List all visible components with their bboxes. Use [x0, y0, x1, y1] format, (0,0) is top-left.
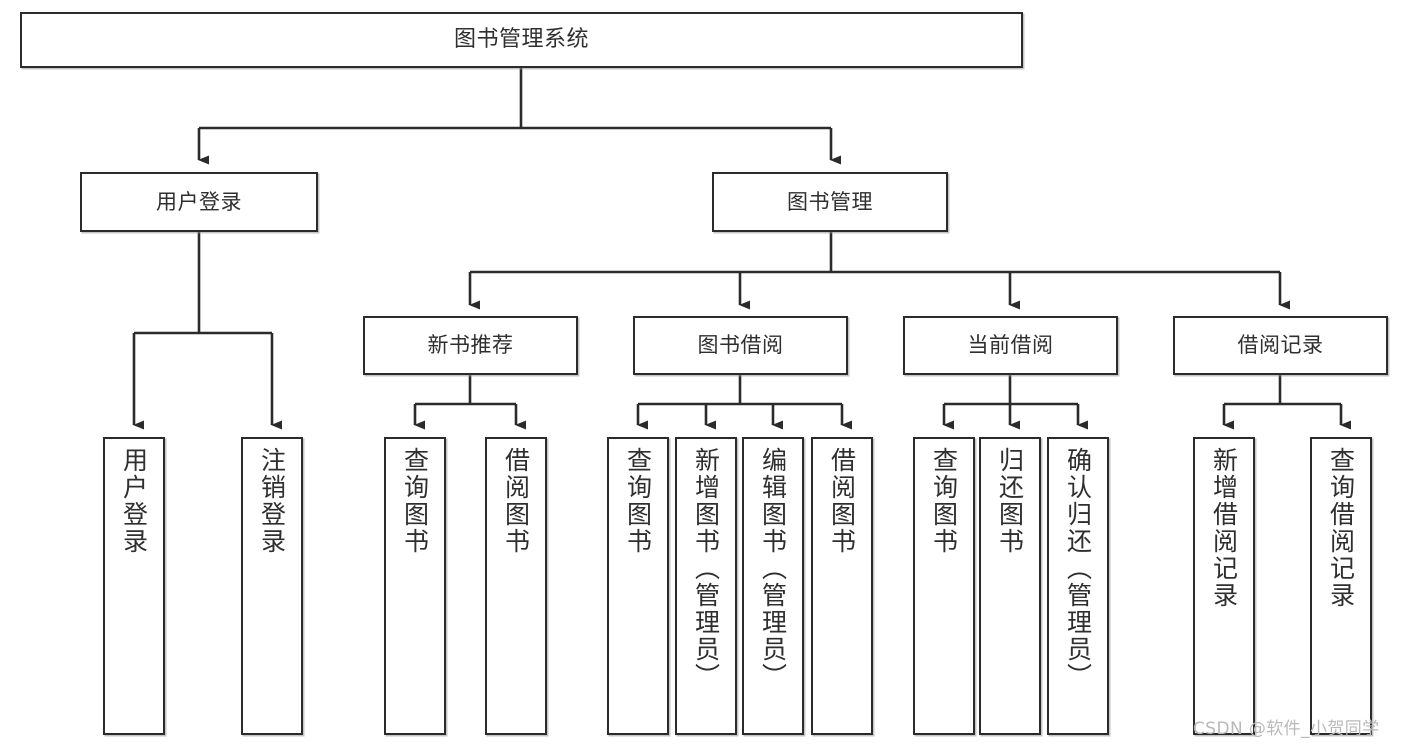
node-user-login[interactable]: 用户登录: [80, 172, 318, 232]
node-label: 归还图书: [995, 447, 1025, 555]
node-label: 查询图书: [623, 447, 653, 555]
node-label: 借阅图书: [827, 447, 857, 555]
node-label: 查询图书: [400, 447, 430, 555]
node-label: 新增借阅记录: [1209, 447, 1239, 609]
node-label: 编辑图书（管理员）: [758, 447, 788, 690]
leaf-user-login-login[interactable]: 用户登录: [103, 437, 165, 735]
node-label: 用户登录: [156, 189, 242, 214]
node-label: 注销登录: [257, 447, 287, 555]
watermark-text: CSDN @软件_小贺同学: [1193, 719, 1380, 739]
leaf-book-borrow-borrow[interactable]: 借阅图书: [811, 437, 873, 735]
node-label: 确认归还（管理员）: [1063, 447, 1093, 690]
leaf-current-borrow-confirm-return[interactable]: 确认归还（管理员）: [1047, 437, 1109, 735]
node-label: 新书推荐: [427, 333, 514, 358]
leaf-borrow-records-query[interactable]: 查询借阅记录: [1310, 437, 1372, 735]
leaf-borrow-records-add[interactable]: 新增借阅记录: [1193, 437, 1255, 735]
node-label: 图书管理系统: [453, 27, 589, 53]
node-label: 查询图书: [929, 447, 959, 555]
node-book-management[interactable]: 图书管理: [712, 172, 948, 232]
node-borrow-records[interactable]: 借阅记录: [1173, 316, 1388, 375]
node-label: 图书借阅: [697, 333, 784, 358]
leaf-new-book-query[interactable]: 查询图书: [384, 437, 446, 735]
leaf-book-borrow-edit[interactable]: 编辑图书（管理员）: [742, 437, 804, 735]
leaf-new-book-borrow[interactable]: 借阅图书: [485, 437, 547, 735]
node-label: 新增图书（管理员）: [691, 447, 721, 690]
node-book-borrow[interactable]: 图书借阅: [633, 316, 848, 375]
leaf-user-login-logout[interactable]: 注销登录: [241, 437, 303, 735]
node-label: 借阅记录: [1237, 333, 1324, 358]
node-label: 当前借阅: [967, 333, 1054, 358]
leaf-current-borrow-query[interactable]: 查询图书: [913, 437, 975, 735]
node-label: 查询借阅记录: [1326, 447, 1356, 609]
node-current-borrow[interactable]: 当前借阅: [903, 316, 1118, 375]
leaf-book-borrow-query[interactable]: 查询图书: [607, 437, 669, 735]
leaf-current-borrow-return[interactable]: 归还图书: [979, 437, 1041, 735]
node-root-book-management-system[interactable]: 图书管理系统: [20, 12, 1023, 68]
node-label: 图书管理: [787, 189, 873, 214]
node-label: 用户登录: [119, 447, 149, 555]
leaf-book-borrow-add[interactable]: 新增图书（管理员）: [675, 437, 737, 735]
node-new-book-recommend[interactable]: 新书推荐: [363, 316, 578, 375]
node-label: 借阅图书: [501, 447, 531, 555]
